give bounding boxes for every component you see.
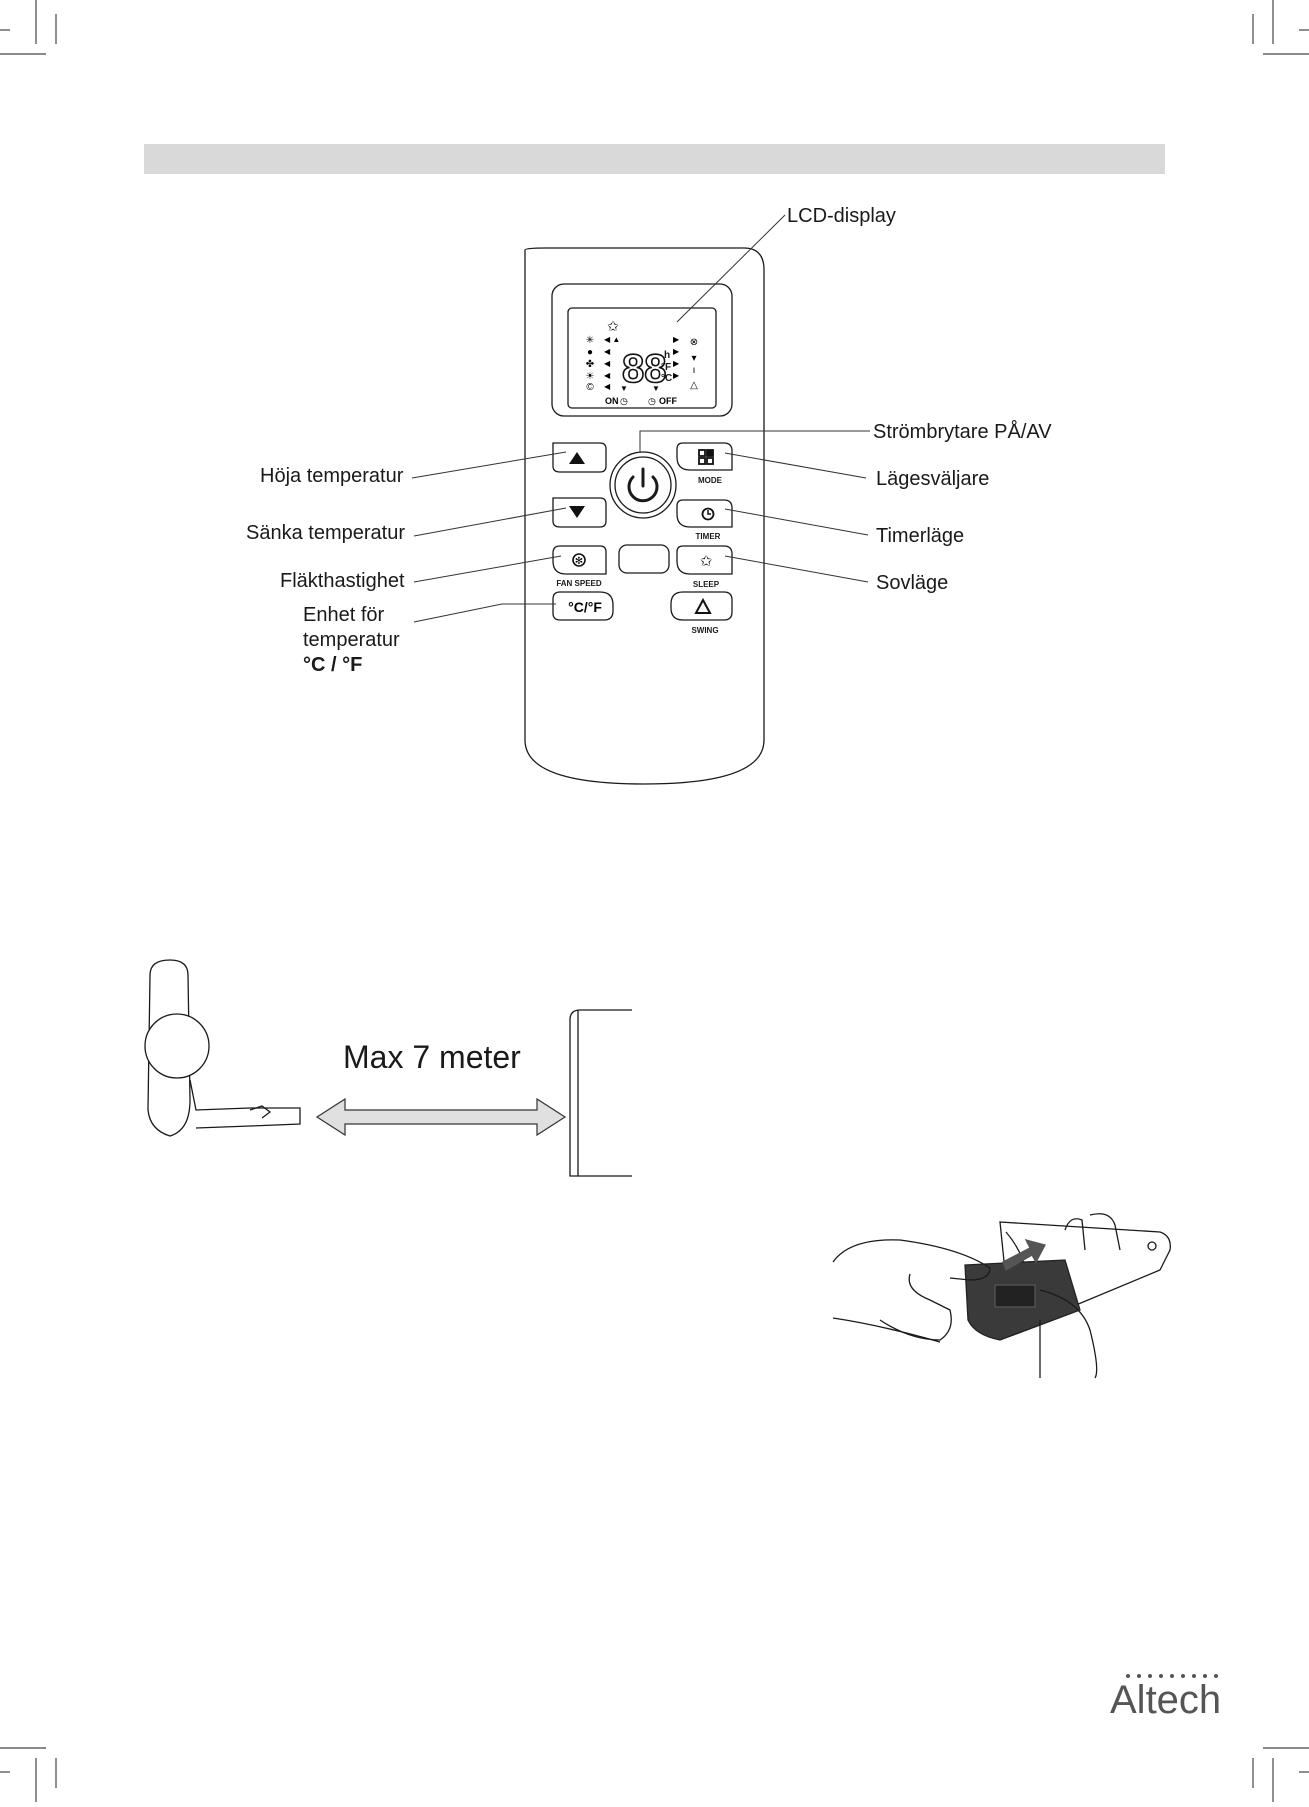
lcd-right-icons: ⊗ ▾ ı △	[690, 337, 698, 391]
clock-icon	[703, 509, 714, 520]
swing-label: SWING	[691, 626, 718, 635]
lcd-off-label: OFF	[659, 396, 677, 406]
fan-speed-button[interactable]: ✻ FAN SPEED	[553, 546, 606, 588]
svg-text:●: ●	[587, 347, 593, 358]
lcd-on-label: ON	[605, 396, 619, 406]
svg-text:▶: ▶	[673, 335, 680, 344]
temp-up-button[interactable]	[553, 443, 606, 472]
callout-temp-unit-line2: temperatur	[303, 629, 400, 651]
mode-grid-icon	[699, 450, 713, 464]
battery-replacement-illustration	[833, 1214, 1170, 1378]
svg-text:▼: ▼	[620, 384, 628, 393]
callout-fan-speed: Fläkthastighet	[280, 570, 405, 592]
altech-logo: Altech	[1110, 1674, 1221, 1722]
up-arrow-icon	[569, 452, 585, 464]
timer-label: TIMER	[696, 532, 721, 541]
range-illustration: Max 7 meter	[145, 960, 632, 1176]
fan-speed-label: FAN SPEED	[556, 579, 602, 588]
remote-ir-window-icon	[1148, 1242, 1156, 1250]
svg-text:✻: ✻	[575, 556, 583, 567]
star-icon: ✩	[700, 553, 713, 570]
callout-sleep-mode: Sovläge	[876, 572, 948, 594]
person-figure	[145, 960, 300, 1136]
svg-text:✳: ✳	[586, 335, 594, 346]
svg-text:⊗: ⊗	[690, 337, 698, 348]
callout-temp-unit-line3: °C / °F	[303, 654, 362, 676]
sleep-label: SLEEP	[693, 580, 720, 589]
callout-raise-temp: Höja temperatur	[260, 465, 404, 487]
svg-text:©: ©	[586, 382, 594, 393]
mode-label: MODE	[698, 476, 723, 485]
lcd-left-mode-icons: ✳ ● ✤ ☀ ©	[586, 335, 595, 393]
temp-down-button[interactable]	[553, 498, 606, 527]
callout-power-switch: Strömbrytare PÅ/AV	[873, 420, 1052, 443]
blank-button[interactable]	[619, 545, 669, 573]
svg-text:▶: ▶	[673, 359, 680, 368]
swing-triangle-icon	[696, 600, 710, 613]
callout-leaders	[412, 215, 870, 622]
lcd-right-arrows: ▶ ▶ ▶ ▶	[673, 335, 680, 380]
timer-button[interactable]: TIMER	[677, 500, 732, 541]
power-icon	[629, 469, 657, 501]
callout-temp-unit-line1: Enhet för	[303, 604, 385, 626]
svg-text:▼: ▼	[652, 384, 660, 393]
svg-text:◀: ◀	[604, 347, 611, 356]
distance-arrow	[317, 1099, 565, 1135]
svg-text:▶: ▶	[673, 347, 680, 356]
remote-control: ✩ ✳ ● ✤ ☀ © ◀ ▲ ◀ ◀ ◀ ◀ 88 h °F °C ▶ ▶	[525, 248, 764, 784]
svg-text:△: △	[690, 380, 698, 391]
down-arrow-icon	[569, 506, 585, 518]
svg-text:ı: ı	[693, 365, 696, 376]
lcd-off-clock-icon: ◷	[648, 396, 656, 406]
callout-timer-mode: Timerläge	[876, 525, 964, 547]
svg-text:▾: ▾	[691, 353, 696, 364]
temp-unit-button[interactable]: °C/°F	[553, 592, 613, 620]
svg-text:◀ ▲: ◀ ▲	[604, 335, 620, 344]
range-label: Max 7 meter	[343, 1039, 521, 1075]
svg-text:☀: ☀	[586, 371, 595, 382]
fan-icon: ✻	[573, 554, 585, 567]
mode-button[interactable]: MODE	[677, 443, 732, 485]
power-button[interactable]	[610, 452, 676, 518]
svg-text:▶: ▶	[673, 371, 680, 380]
svg-text:◀: ◀	[604, 371, 611, 380]
lcd-star-icon: ✩	[607, 318, 619, 334]
callout-lcd-display: LCD-display	[787, 205, 896, 227]
lcd-left-arrows: ◀ ▲ ◀ ◀ ◀ ◀	[604, 335, 620, 391]
svg-text:◀: ◀	[604, 382, 611, 391]
air-conditioner-unit	[570, 1010, 632, 1176]
lcd-hour-mark: h	[664, 350, 670, 361]
header-bar	[144, 144, 1165, 174]
sleep-button[interactable]: ✩ SLEEP	[677, 546, 732, 589]
swing-button[interactable]: SWING	[671, 592, 732, 635]
svg-text:✤: ✤	[586, 359, 594, 370]
lcd-fahrenheit-mark: °F	[661, 362, 671, 373]
callout-lower-temp: Sänka temperatur	[246, 522, 405, 544]
svg-text:◀: ◀	[604, 359, 611, 368]
lcd-screen: ✩ ✳ ● ✤ ☀ © ◀ ▲ ◀ ◀ ◀ ◀ 88 h °F °C ▶ ▶	[552, 284, 732, 416]
lcd-on-clock-icon: ◷	[620, 396, 628, 406]
callout-mode-selector: Lägesväljare	[876, 468, 989, 490]
unit-button-label: °C/°F	[568, 599, 602, 615]
logo-text: Altech	[1110, 1678, 1221, 1722]
lcd-celsius-mark: °C	[661, 373, 672, 384]
